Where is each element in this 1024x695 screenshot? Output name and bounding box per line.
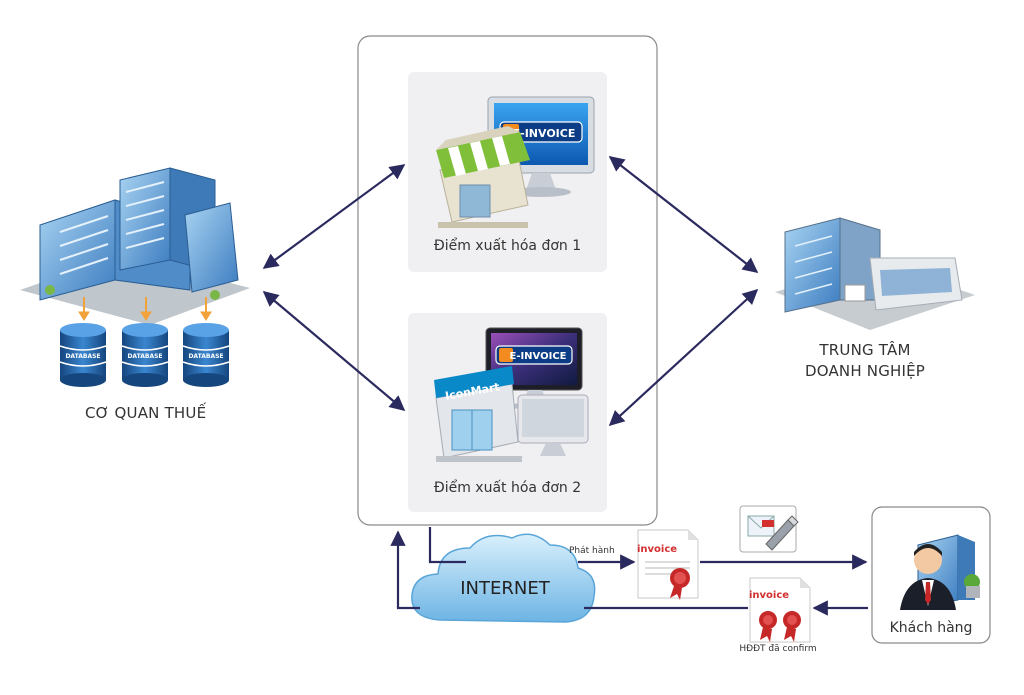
arrow-cloud-container [390,530,420,610]
customer-icon [900,534,980,610]
issue-caption: Phát hành [569,546,615,556]
database-icon [182,323,230,387]
arrow-tax-point2 [262,291,406,411]
line-container-cloud [428,527,466,564]
invoice-document-icon [749,577,811,643]
issuing-point-1-label: Điểm xuất hóa đơn 1 [433,238,582,254]
arrow-tax-point1 [262,164,406,269]
db-arrows [78,297,212,321]
monitor-2-logo: E-INVOICE [509,351,566,362]
enterprise-building-icon [775,217,975,330]
issuing-point-2-label: Điểm xuất hóa đơn 2 [433,480,582,496]
customer-label: Khách hàng [889,620,973,636]
tax-office-label: CƠ QUAN THUẾ [85,404,207,422]
arrow-point1-enterprise [608,156,759,273]
confirmed-caption: HĐĐT đã confirm [739,644,817,654]
enterprise-center-label-line1: TRUNG TÂM [819,341,911,359]
invoice-1-tag: invoice [637,544,677,555]
invoice-document-icon [637,529,699,600]
enterprise-center-label-line2: DOANH NGHIỆP [804,362,926,380]
email-usb-icon [739,505,799,553]
monitor-1-logo: E-INVOICE [513,127,576,140]
computer-icon [517,394,589,456]
arrow-point2-enterprise [608,288,759,427]
tax-office-building-icon [20,167,250,325]
database-label-3: DATABASE [188,353,223,360]
database-label-2: DATABASE [127,353,162,360]
store-icon [434,366,522,462]
internet-cloud-icon [411,533,596,623]
database-icon [121,323,169,387]
invoice-2-tag: invoice [749,590,789,601]
shop-icon [436,126,530,228]
database-label-1: DATABASE [65,353,100,360]
connection-arrows [262,156,868,616]
database-icon [59,323,107,387]
internet-label: INTERNET [460,578,550,599]
